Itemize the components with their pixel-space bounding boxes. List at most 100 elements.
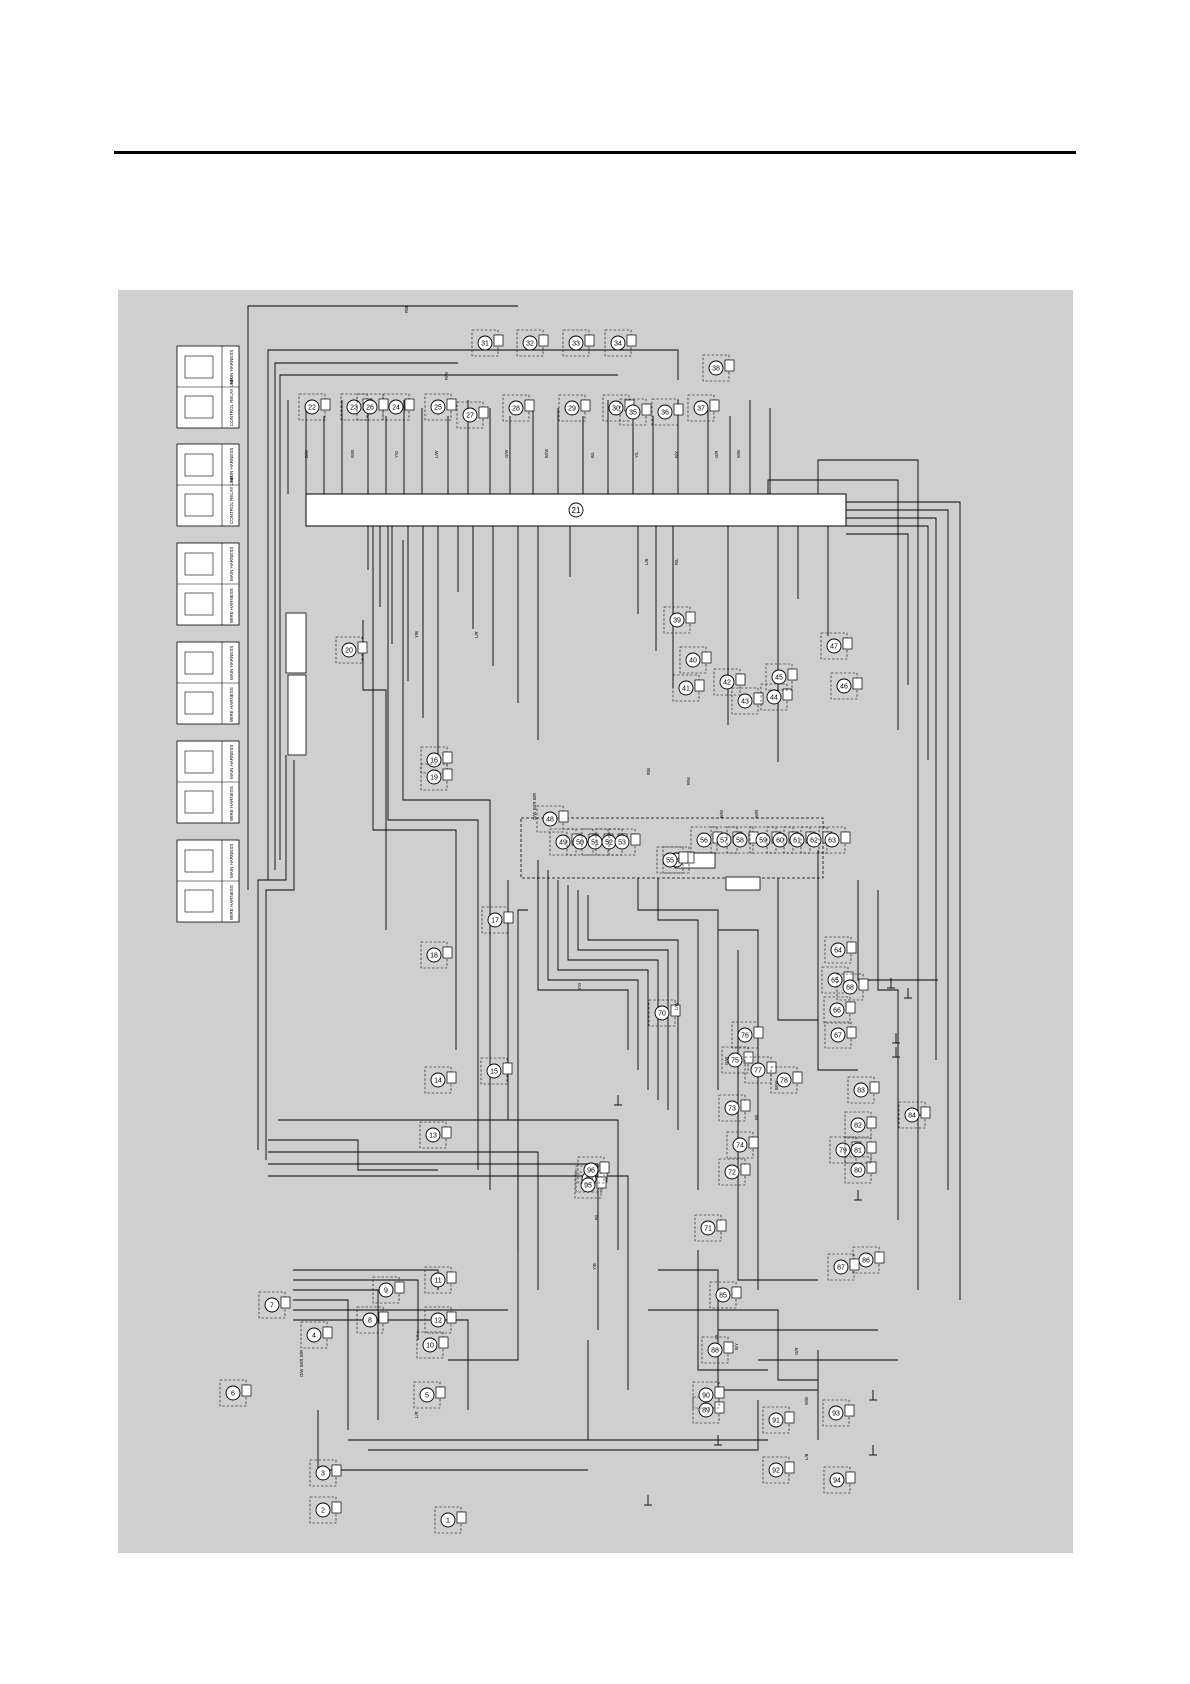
legend-label-b: WIRE HARNESS <box>229 786 234 821</box>
component-callout: 90 <box>692 1381 725 1409</box>
component-number: 80 <box>854 1168 862 1175</box>
wire-code-label: B/W <box>304 450 309 458</box>
component-callout: 65 <box>821 966 854 994</box>
component-callout: 40 <box>679 646 712 674</box>
component-number: 41 <box>682 686 690 693</box>
component-number: 62 <box>810 838 818 845</box>
component-callout: 76 <box>731 1021 764 1049</box>
component-number: 29 <box>568 406 576 413</box>
component-number: 60 <box>776 838 784 845</box>
wire-code-label: R/B <box>404 306 409 313</box>
component-number: 45 <box>775 675 783 682</box>
wire-code-label: Y/L <box>714 1333 719 1340</box>
wire-code-label: L/W <box>434 451 439 458</box>
component-callout: 17 <box>481 906 514 934</box>
component-callout: 53 <box>608 828 641 856</box>
component-number: 82 <box>854 1123 862 1130</box>
component-number: 8 <box>368 1318 372 1325</box>
wire-code-label: B/W <box>719 810 724 818</box>
wire-code-label: L/R <box>474 631 479 638</box>
component-number: 91 <box>772 1418 780 1425</box>
component-number: 1 <box>446 1518 450 1525</box>
wire-code-label: L/W <box>674 1003 679 1010</box>
component-callout: 18 <box>420 941 453 969</box>
legend-label-a: MAIN HARNESS <box>229 448 234 482</box>
component-callout: 42 <box>713 668 746 696</box>
component-callout: 2 <box>309 1496 342 1524</box>
component-number: 86 <box>862 1258 870 1265</box>
component-number: 44 <box>770 695 778 702</box>
component-number: 20 <box>345 648 353 655</box>
wire-code-label: R/B <box>646 768 651 775</box>
wire-code-label: B/Y <box>674 451 679 458</box>
component-callout: 13 <box>419 1121 452 1149</box>
component-number: 66 <box>833 1008 841 1015</box>
component-callout: 32 <box>516 329 549 357</box>
legend-label-b: CONTROL RELAY UNIT <box>229 475 234 524</box>
component-number: 28 <box>512 406 520 413</box>
component-number: 56 <box>700 838 708 845</box>
component-number: 83 <box>857 1088 865 1095</box>
component-callout: 59 <box>749 826 782 854</box>
component-number: 49 <box>559 840 567 847</box>
ecu-block: 21 <box>305 493 847 527</box>
component-callout: 9 <box>372 1276 405 1304</box>
component-callout: 78 <box>770 1066 803 1094</box>
component-number: 72 <box>728 1170 736 1177</box>
component-callout: 39 <box>663 606 696 634</box>
component-number: 57 <box>720 838 728 845</box>
component-number: 30 <box>612 406 620 413</box>
component-callout: 64 <box>824 936 857 964</box>
wire-code-label: Y/B <box>592 1263 597 1270</box>
component-number: 4 <box>312 1333 316 1340</box>
component-callout: 48 <box>536 805 569 833</box>
component-callout: 25 <box>424 393 457 421</box>
component-callout: 84 <box>898 1101 931 1129</box>
component-callout: 15 <box>480 1057 513 1085</box>
component-callout: 73 <box>718 1094 751 1122</box>
wire-code-label: B/Y <box>734 1343 739 1350</box>
component-number: 87 <box>837 1265 845 1272</box>
component-number: 47 <box>830 644 838 651</box>
component-callout: 7 <box>258 1291 291 1319</box>
legend-label-a: MAIN HARNESS <box>229 745 234 779</box>
component-number: 18 <box>430 953 438 960</box>
component-callout: 94 <box>823 1466 856 1494</box>
component-number: 33 <box>572 341 580 348</box>
component-callout: 87 <box>827 1253 860 1281</box>
legend-entry: MAIN HARNESS WIRE HARNESS <box>176 740 240 824</box>
component-callout: 92 <box>762 1456 795 1484</box>
component-number: 94 <box>833 1478 841 1485</box>
wire-code-label: Y/B <box>414 631 419 638</box>
component-number: 64 <box>834 948 842 955</box>
component-callout: 35 <box>619 398 652 426</box>
component-number: 52 <box>605 840 613 847</box>
wire-code-label: B/L <box>590 451 595 458</box>
component-number: 96 <box>587 1168 595 1175</box>
component-callout: 43 <box>731 687 764 715</box>
component-number: 35 <box>629 410 637 417</box>
component-callout: 33 <box>562 329 595 357</box>
component-callout: 95 <box>574 1171 607 1199</box>
component-callout: 83 <box>847 1076 880 1104</box>
wire-code-label: G/R <box>794 1348 799 1355</box>
component-callout: 37 <box>687 394 720 422</box>
component-callout: 4 <box>300 1321 333 1349</box>
wire-code-label: R/W <box>686 777 691 785</box>
component-number: 15 <box>490 1069 498 1076</box>
component-callout: 85 <box>709 1281 742 1309</box>
component-number: 89 <box>702 1408 710 1415</box>
component-callout: 96 <box>577 1156 610 1184</box>
component-callout: 6 <box>219 1379 252 1407</box>
component-number: 46 <box>840 684 848 691</box>
wire-code-label: Br/W <box>544 449 549 458</box>
component-callout: 36 <box>651 398 684 426</box>
wire-code-label: G/W <box>724 1057 729 1065</box>
component-callout: 11 <box>424 1266 457 1294</box>
wire-code-label: Y/G <box>394 451 399 458</box>
